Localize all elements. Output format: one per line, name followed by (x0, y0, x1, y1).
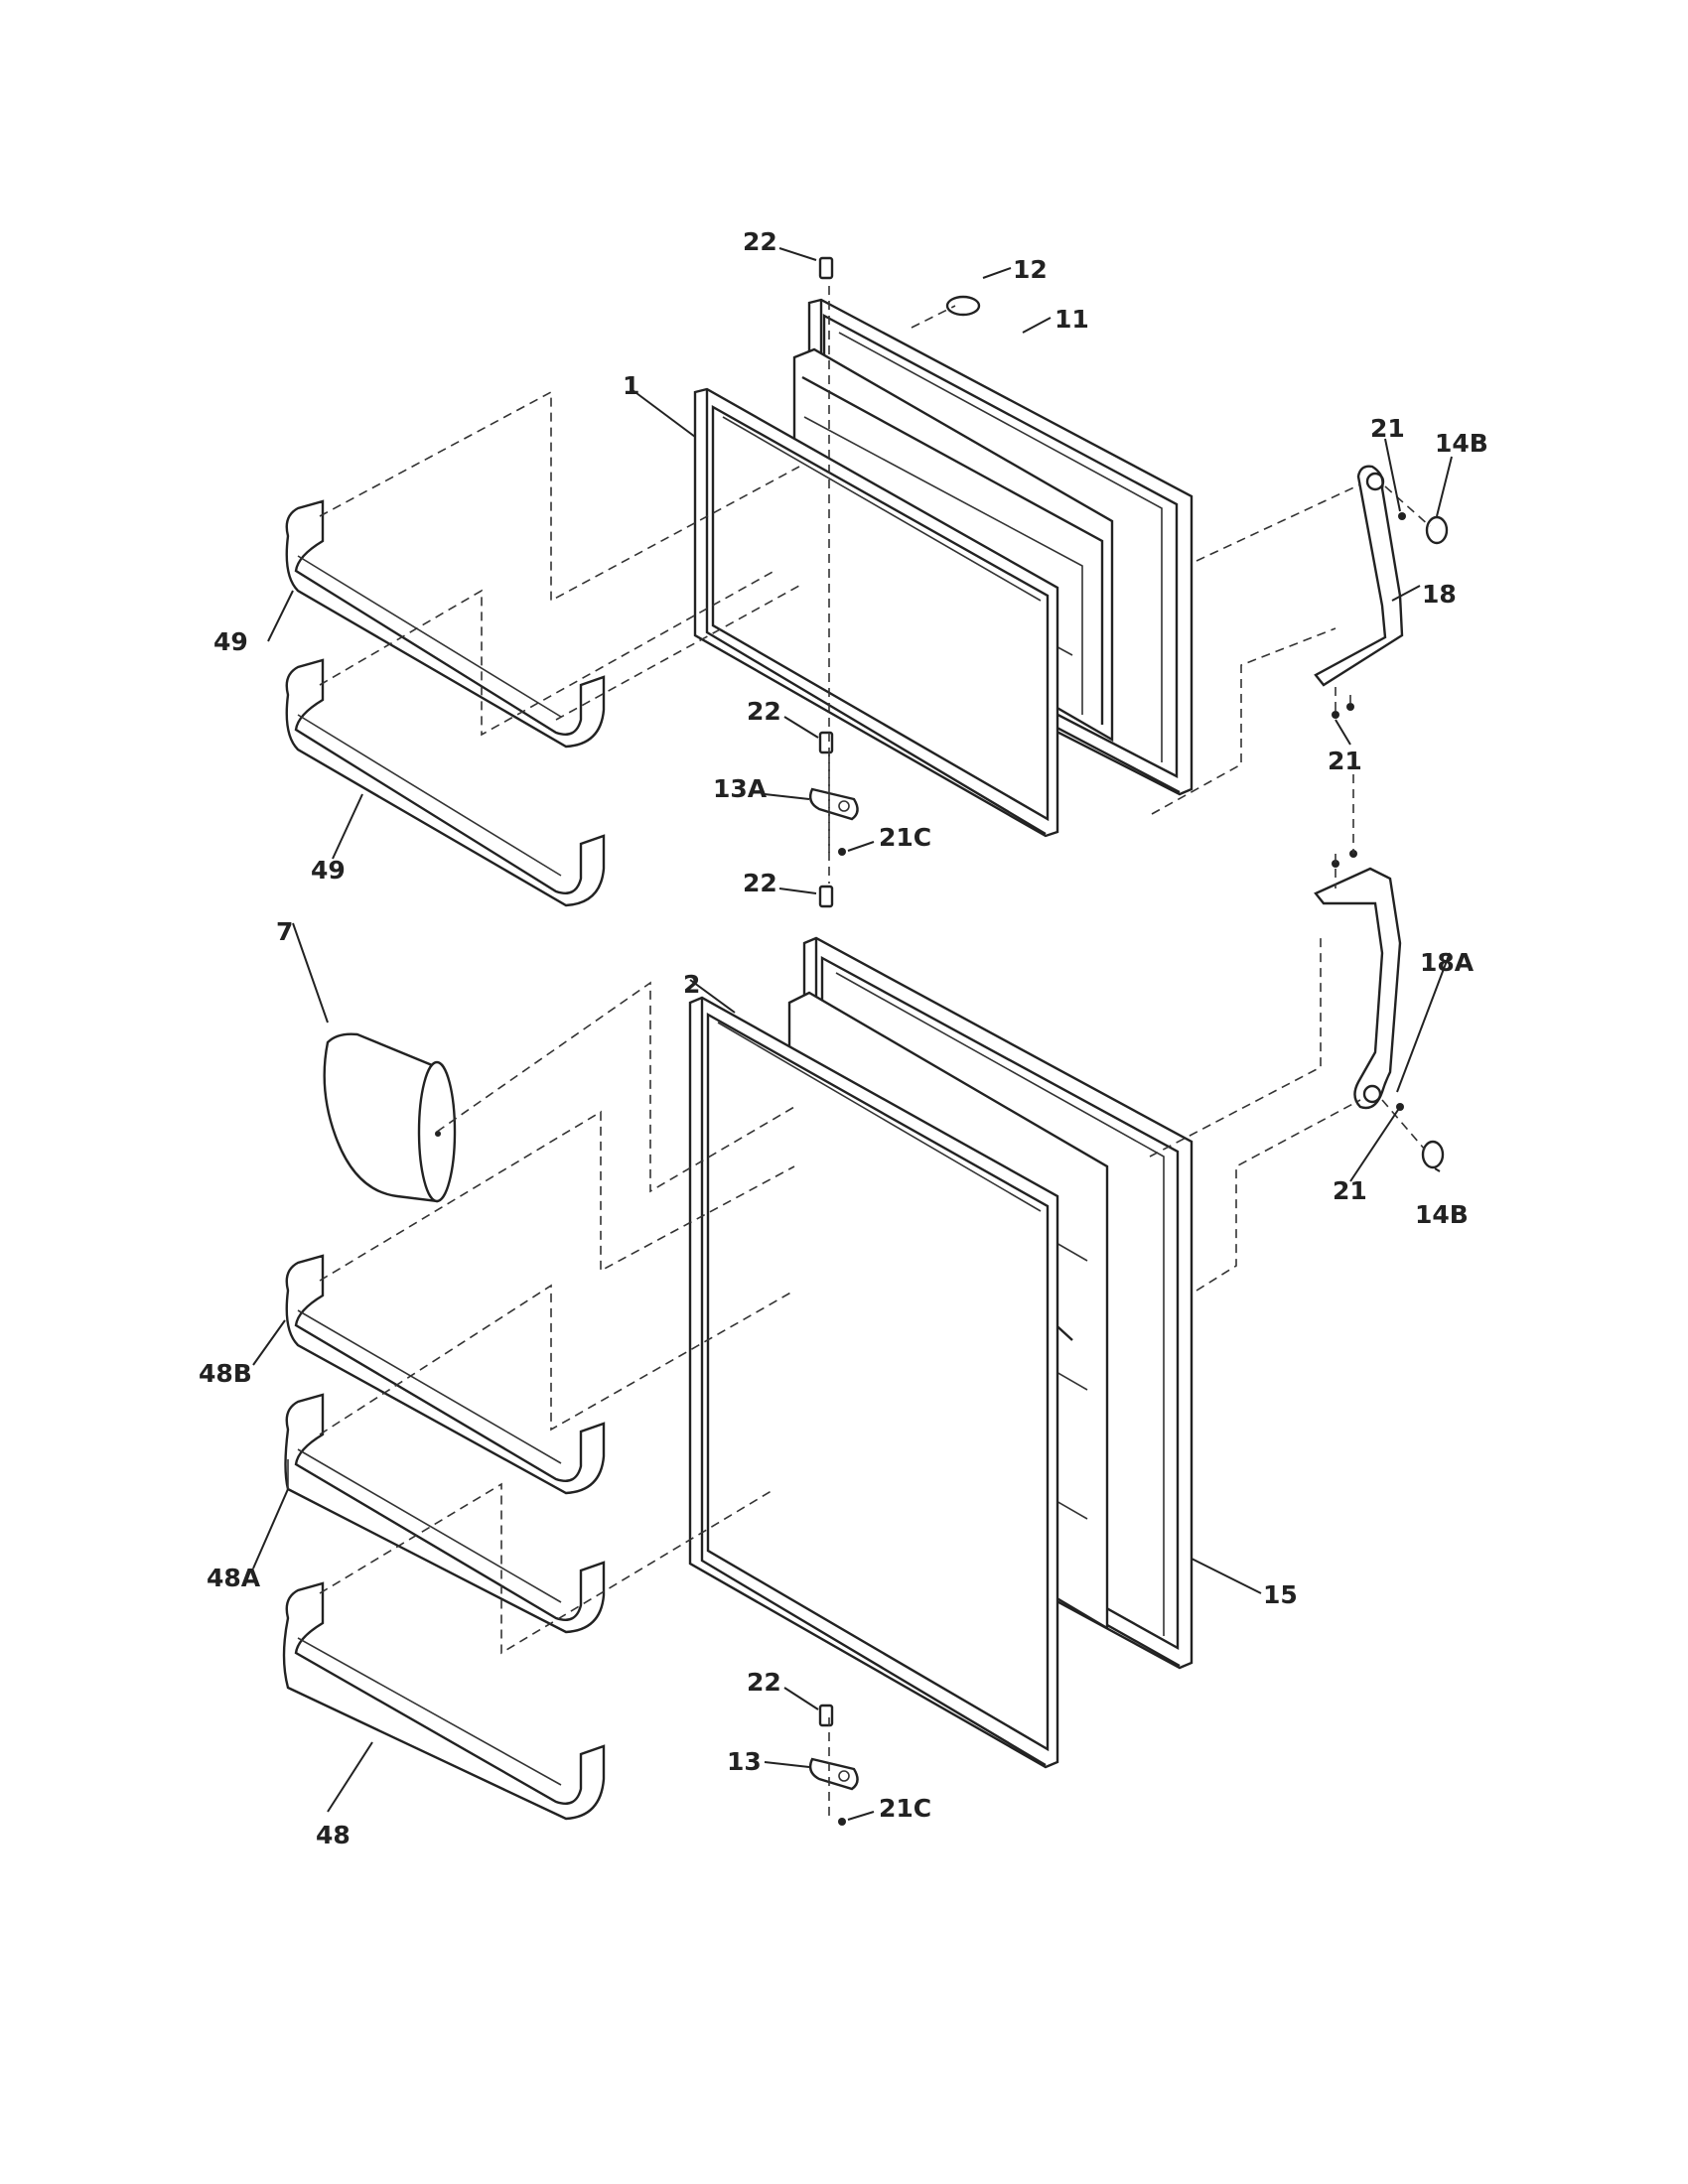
fresh-food-door-gasket (688, 996, 1059, 1769)
door-shelf-48A (284, 1393, 606, 1634)
label-13A: 13A (713, 774, 768, 803)
plug-12 (945, 295, 981, 317)
label-12: 12 (1013, 255, 1048, 284)
cap-14B-a (1425, 515, 1449, 545)
hinge-18A (1314, 867, 1402, 1110)
cap-14B-b (1421, 1140, 1445, 1169)
label-49-b: 49 (311, 856, 346, 885)
screw-22-bot (818, 1704, 834, 1727)
label-21-b: 21 (1328, 747, 1362, 775)
label-2: 2 (683, 970, 700, 999)
label-22-top: 22 (743, 227, 777, 256)
label-14B-b: 14B (1415, 1200, 1469, 1229)
door-shelf-49-upper (285, 499, 606, 749)
label-21-c: 21 (1333, 1176, 1367, 1205)
label-14B-a: 14B (1435, 429, 1488, 458)
screw-21-set (1332, 512, 1406, 1111)
hinge-18 (1314, 465, 1404, 687)
label-7: 7 (276, 917, 293, 946)
screw-22-mid2 (818, 885, 834, 908)
label-21-a: 21 (1370, 414, 1405, 443)
label-11: 11 (1055, 305, 1089, 334)
screw-21C-b (838, 1818, 846, 1826)
label-48A: 48A (207, 1564, 261, 1592)
dairy-container (323, 1032, 457, 1203)
hinge-pin-bracket-13A (808, 787, 859, 821)
label-13: 13 (727, 1747, 762, 1776)
hinge-pin-bracket-13 (808, 1757, 859, 1791)
label-22-bot: 22 (747, 1668, 781, 1697)
assembly-dash-lines (319, 286, 1431, 1822)
label-49-a: 49 (213, 627, 248, 656)
label-48B: 48B (199, 1359, 252, 1388)
door-shelf-48B (285, 1254, 606, 1495)
label-18: 18 (1422, 580, 1457, 609)
label-1: 1 (623, 371, 639, 400)
door-shelf-48 (282, 1581, 606, 1821)
leader-lines (252, 247, 1453, 1821)
door-shelf-49-lower (285, 658, 606, 907)
freezer-door-gasket (693, 387, 1059, 838)
label-21C-b: 21C (879, 1794, 931, 1823)
screw-22-top (818, 256, 834, 280)
label-48: 48 (316, 1821, 351, 1849)
label-18A: 18A (1420, 948, 1475, 977)
part-labels: 22 12 11 1 21 14B 18 49 22 13A 21C 21 49… (199, 227, 1488, 1849)
screw-21C-a (838, 848, 846, 856)
screw-22-mid (818, 731, 834, 754)
label-21C-a: 21C (879, 823, 931, 852)
label-15: 15 (1263, 1580, 1298, 1609)
label-22-mid: 22 (747, 697, 781, 726)
label-22-mid2: 22 (743, 869, 777, 897)
